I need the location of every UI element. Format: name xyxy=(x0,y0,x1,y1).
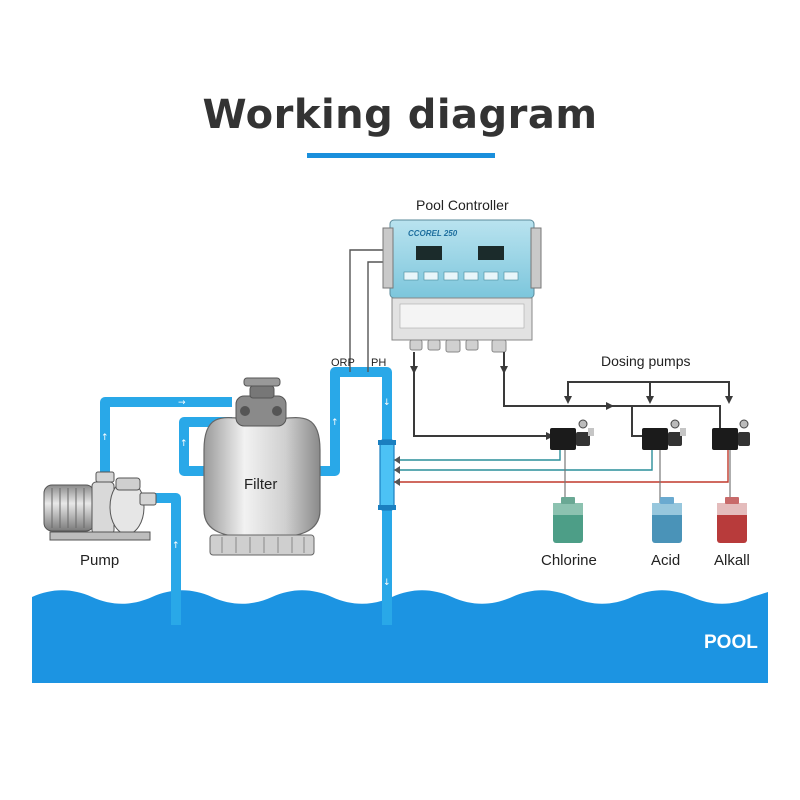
svg-text:↑: ↑ xyxy=(101,433,109,443)
title-underline xyxy=(307,153,495,158)
pool-label: POOL xyxy=(704,632,758,653)
filter-label: Filter xyxy=(244,476,277,493)
injection-arrows xyxy=(394,456,400,486)
orp-label: ORP xyxy=(331,357,355,369)
filter-tank-icon xyxy=(203,377,321,556)
flow-arrows: ↑ ↑ → ↑ ↑ ↓ ↓ xyxy=(101,398,391,588)
pool-water xyxy=(32,590,768,683)
chlorine-label: Chlorine xyxy=(541,552,597,569)
injection-lines xyxy=(394,448,729,483)
alkali-tank-icon xyxy=(717,497,747,543)
svg-text:→: → xyxy=(178,398,186,408)
sensor-tee xyxy=(379,439,395,511)
sensor-cables xyxy=(349,249,386,372)
control-lines xyxy=(413,352,730,437)
dosing-pump-alkali-icon xyxy=(712,419,750,450)
ph-label: PH xyxy=(371,357,386,369)
controller-brand: CCOREL 250 xyxy=(408,229,458,238)
dosing-pump-acid-icon xyxy=(642,419,686,450)
svg-text:↑: ↑ xyxy=(331,418,339,428)
svg-text:↑: ↑ xyxy=(172,541,180,551)
svg-text:↓: ↓ xyxy=(383,578,391,588)
chlorine-tank-icon xyxy=(553,497,583,543)
svg-text:↓: ↓ xyxy=(383,398,391,408)
pool-controller-icon: CCOREL 250 xyxy=(382,219,542,353)
page-title: Working diagram xyxy=(202,92,598,138)
controller-label: Pool Controller xyxy=(416,197,509,213)
suction-tubes xyxy=(564,450,731,503)
pump-icon xyxy=(43,471,157,541)
pump-label: Pump xyxy=(80,552,119,569)
dosing-pumps-label: Dosing pumps xyxy=(601,353,691,369)
acid-label: Acid xyxy=(651,552,680,569)
svg-text:↑: ↑ xyxy=(180,439,188,449)
acid-tank-icon xyxy=(652,497,682,543)
alkali-label: Alkall xyxy=(714,552,750,569)
dosing-pump-chlorine-icon xyxy=(550,419,594,450)
